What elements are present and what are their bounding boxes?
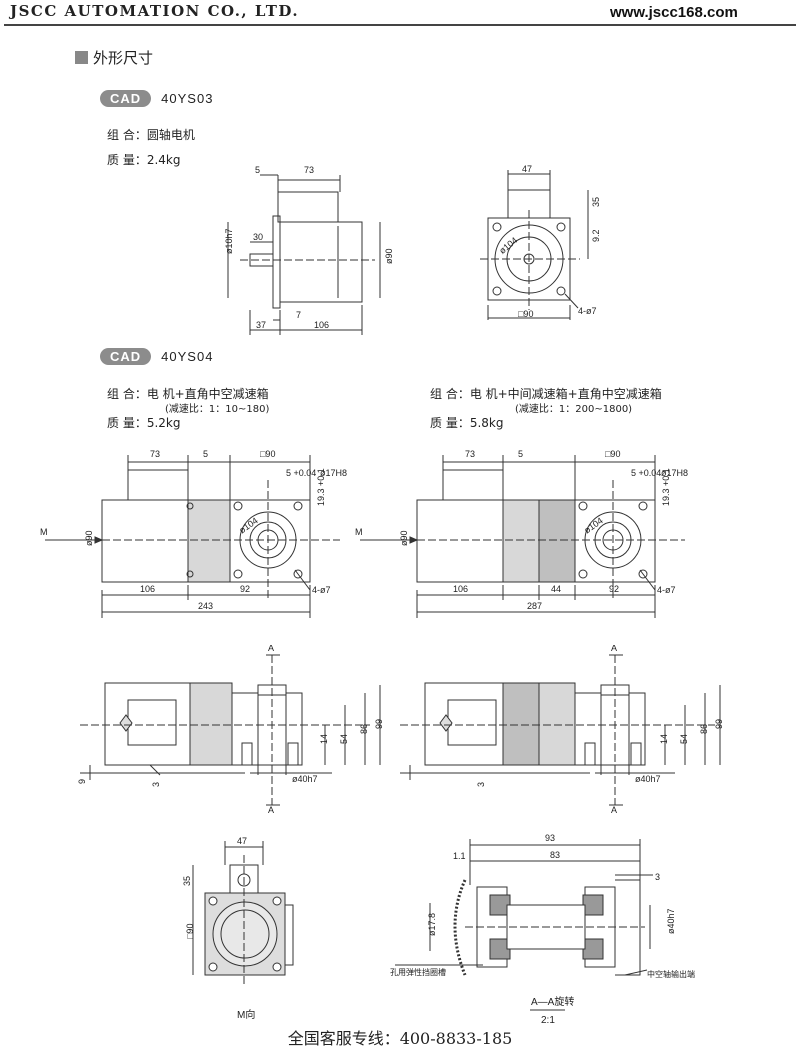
dim-47: 47 xyxy=(522,164,532,174)
assembly-left-side-drawing: A A 9 3 14 54 86 99 ø40h7 xyxy=(77,645,384,815)
cad-block-2: CAD 40YS04 xyxy=(100,348,213,365)
dim-35: 35 xyxy=(591,197,601,207)
mass-text-left: 质 量：5.2kg xyxy=(107,416,181,430)
ratio-text-right: (减速比：1：200~1800) xyxy=(515,404,633,415)
dim-17-8: ø17.8 xyxy=(427,913,437,936)
section-title: 外形尺寸 xyxy=(75,47,153,68)
dim-shaft-40h7: ø40h7 xyxy=(635,774,661,784)
combo-text-right: 组 合：电 机+中间减速箱+直角中空减速箱 xyxy=(430,387,662,401)
model-number: 40YS04 xyxy=(161,349,214,364)
dim-7: 7 xyxy=(296,310,301,320)
dim-86: 86 xyxy=(359,724,369,734)
dim-19-3: 19.3 +0.1 xyxy=(661,468,671,506)
dim-83: 83 xyxy=(550,850,560,860)
dim-54: 54 xyxy=(679,734,689,744)
header-divider xyxy=(4,24,796,26)
dim-4-holes: 4-ø7 xyxy=(578,306,597,316)
dim-14: 14 xyxy=(319,734,329,744)
dim-106: 106 xyxy=(140,584,155,594)
combo-text-left: 组 合：电 机+直角中空减速箱 xyxy=(107,387,269,401)
dim-86: 86 xyxy=(699,724,709,734)
section-a-a-drawing: 93 83 1.1 3 ø17.8 ø40h7 孔用弹性挡圈槽 中空轴输出端 A… xyxy=(390,833,695,1026)
dim-93: 93 xyxy=(545,833,555,843)
dim-19-3: 19.3 +0.1 xyxy=(316,468,326,506)
model-number: 40YS03 xyxy=(161,91,214,106)
label-retainer-groove: 孔用弹性挡圈槽 xyxy=(390,967,446,977)
dim-35: 35 xyxy=(182,876,192,886)
company-name: JSCC AUTOMATION CO., LTD. xyxy=(10,2,300,20)
dim-3: 3 xyxy=(655,872,660,882)
dim-4-holes: 4-ø7 xyxy=(312,585,331,595)
dim-3: 3 xyxy=(476,782,486,787)
dim-keyway: 5 +0.04 xyxy=(631,468,661,478)
website-url[interactable]: www.jscc168.com xyxy=(610,4,738,21)
cad-badge: CAD xyxy=(100,348,152,365)
dim-body-dia: ø90 xyxy=(384,248,394,264)
dim-99: 99 xyxy=(374,719,384,729)
dim-92: 92 xyxy=(609,584,619,594)
dim-106: 106 xyxy=(314,320,329,330)
dim-square-90: □90 xyxy=(185,924,195,939)
label-m: M xyxy=(355,527,363,537)
footer-hotline: 全国客服专线：400-8833-185 xyxy=(287,1029,513,1048)
dim-5: 5 xyxy=(203,449,208,459)
label-section-a-a: A—A旋转 xyxy=(531,995,574,1008)
mass-text: 质 量：2.4kg xyxy=(107,153,181,167)
label-m-direction: M向 xyxy=(237,1008,255,1020)
dim-73: 73 xyxy=(304,165,314,175)
motor-front-view-drawing: 47 35 9.2 ø104 □90 4-ø7 xyxy=(480,164,601,320)
label-section-a-bottom: A xyxy=(611,805,617,815)
dim-30: 30 xyxy=(253,232,263,242)
dim-106: 106 xyxy=(453,584,468,594)
assembly-right-front-drawing: M ø90 73 5 □90 5 +0.04 ø17H8 19.3 +0.1 ø… xyxy=(355,449,688,618)
assembly-left-front-drawing: M ø90 73 5 □90 5 +0.04 ø17H8 19.3 +0.1 ø… xyxy=(40,449,347,618)
dim-14: 14 xyxy=(659,734,669,744)
label-section-a-top: A xyxy=(268,645,274,653)
dim-shaft-dia: ø10h7 xyxy=(224,228,234,254)
label-scale: 2:1 xyxy=(541,1015,555,1026)
dim-99: 99 xyxy=(714,719,724,729)
motor-side-view-drawing: 5 73 30 ø10h7 ø90 37 7 106 xyxy=(224,165,394,335)
dim-phi-90: ø90 xyxy=(399,530,409,546)
dim-bore: ø17H8 xyxy=(320,468,347,478)
ratio-text-left: (减速比：1：10~180) xyxy=(165,404,270,415)
dim-phi-90: ø90 xyxy=(84,530,94,546)
mass-text-right: 质 量：5.8kg xyxy=(430,416,504,430)
dim-9: 9 xyxy=(77,779,87,784)
assembly-right-side-drawing: A A 3 14 54 86 99 ø40h7 xyxy=(400,645,724,815)
label-section-a-top: A xyxy=(611,645,617,653)
dim-40h7: ø40h7 xyxy=(666,908,676,934)
dim-3: 3 xyxy=(151,782,161,787)
dim-73: 73 xyxy=(150,449,160,459)
dim-bore: ø17H8 xyxy=(661,468,688,478)
combo-text: 组 合：圆轴电机 xyxy=(107,128,195,142)
dim-4-holes: 4-ø7 xyxy=(657,585,676,595)
dim-243: 243 xyxy=(198,601,213,611)
dim-73: 73 xyxy=(465,449,475,459)
label-m: M xyxy=(40,527,48,537)
cad-badge: CAD xyxy=(100,90,152,107)
dim-287: 287 xyxy=(527,601,542,611)
m-direction-view-drawing: 47 35 □90 M向 xyxy=(182,836,294,1020)
dim-square-90: □90 xyxy=(518,309,533,319)
cad-block-1: CAD 40YS03 xyxy=(100,90,213,107)
dim-1-1: 1.1 xyxy=(453,851,466,861)
dim-keyway: 5 +0.04 xyxy=(286,468,316,478)
label-hollow-shaft-output: 中空轴输出端 xyxy=(647,969,695,979)
section-title-text: 外形尺寸 xyxy=(93,49,154,67)
dim-47: 47 xyxy=(237,836,247,846)
dim-5: 5 xyxy=(518,449,523,459)
dim-44: 44 xyxy=(551,584,561,594)
square-bullet-icon xyxy=(75,51,88,64)
dim-5: 5 xyxy=(255,165,260,175)
dim-square-90: □90 xyxy=(605,449,620,459)
dim-shaft-40h7: ø40h7 xyxy=(292,774,318,784)
label-section-a-bottom: A xyxy=(268,805,274,815)
dim-54: 54 xyxy=(339,734,349,744)
dim-37: 37 xyxy=(256,320,266,330)
dim-9-2: 9.2 xyxy=(591,229,601,242)
dim-square-90: □90 xyxy=(260,449,275,459)
dim-92: 92 xyxy=(240,584,250,594)
